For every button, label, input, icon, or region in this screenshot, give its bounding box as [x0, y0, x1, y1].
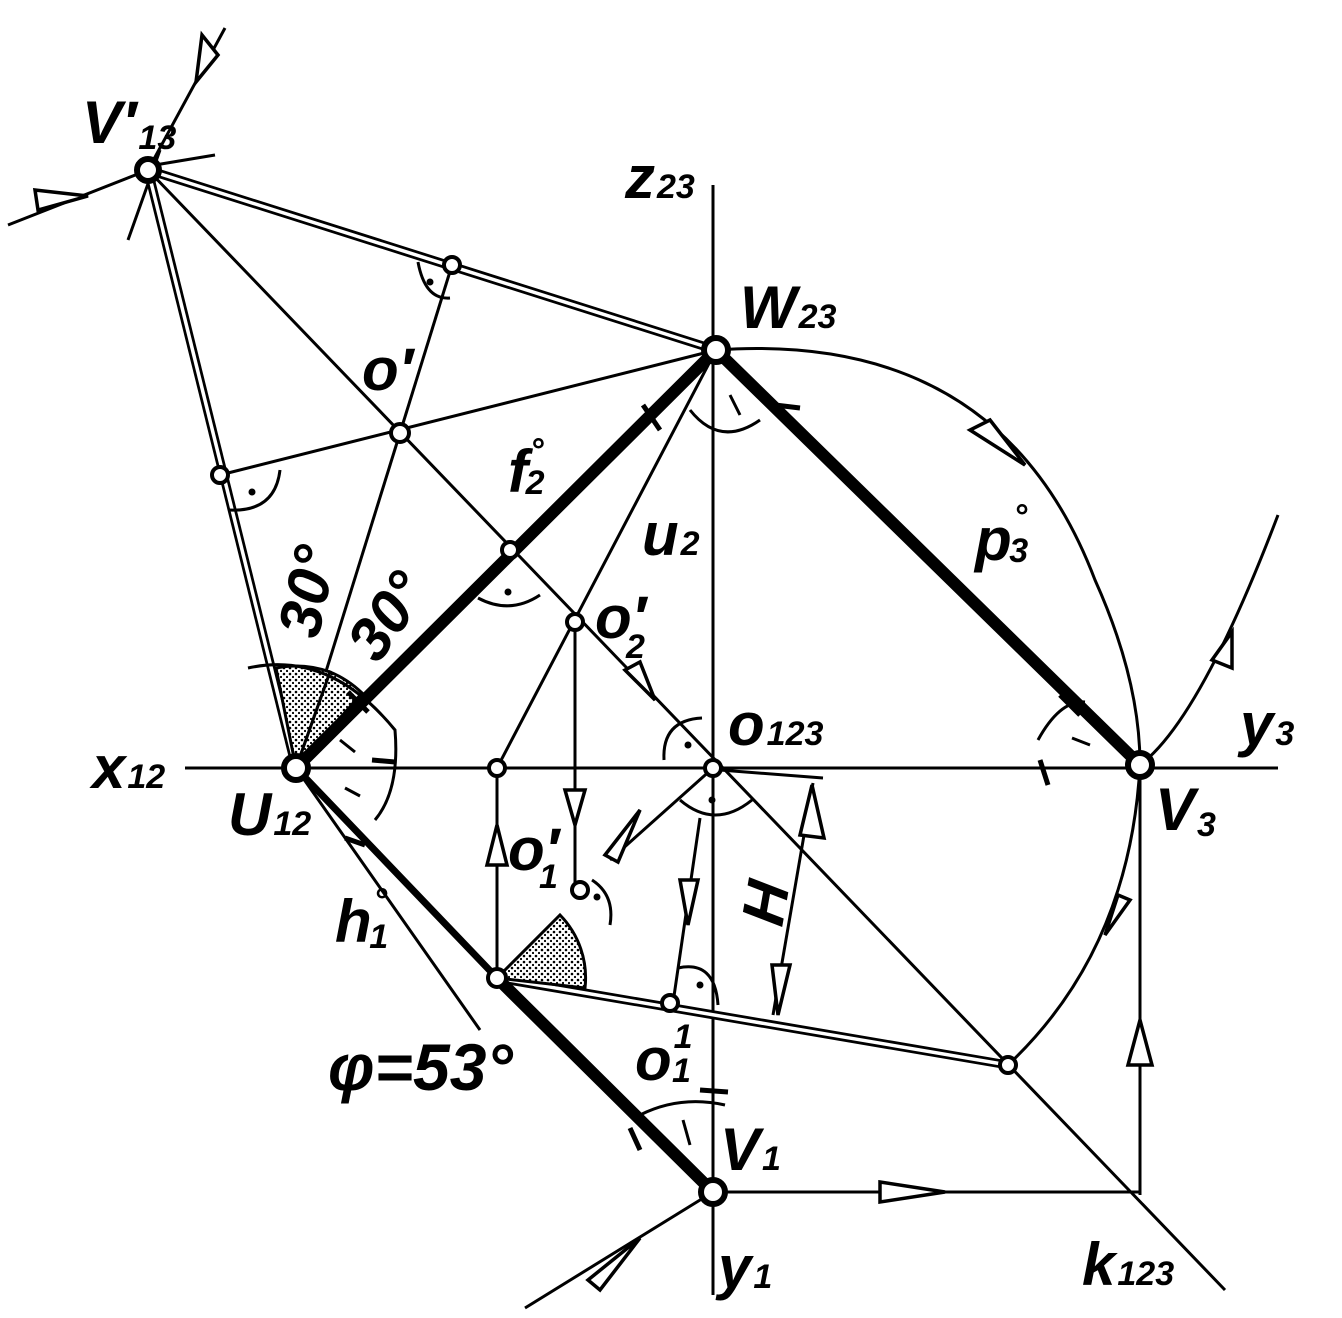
label-v3: V3 [1155, 776, 1216, 844]
tick-v1 [681, 1119, 692, 1146]
line-left-to-w23 [219, 348, 717, 477]
point-f2 [500, 540, 520, 560]
label-u2: u2 [642, 501, 700, 568]
tick-u12-a [339, 738, 356, 754]
arrow-v1-right [878, 1179, 946, 1205]
arc-v1-angle [639, 1100, 726, 1117]
point-lower-double [998, 1055, 1018, 1075]
label-v13: V′13 [82, 89, 176, 157]
point-u12 [281, 753, 311, 783]
angle-marks [229, 261, 1091, 1146]
point-top-double [442, 255, 462, 275]
arrow-v13-top [193, 30, 221, 88]
edge-w23-v3 [710, 344, 1146, 771]
arrow-dim-H-bottom [770, 963, 793, 1016]
label-o123: o123 [728, 691, 823, 758]
arc-u12-angle [247, 663, 398, 821]
arrow-k123-up [1125, 1013, 1155, 1067]
label-u12: U12 [228, 781, 311, 848]
right-angle-dot-f2 [504, 588, 512, 596]
line-h1-extension [294, 767, 482, 1031]
label-o2-prime: o′2 [595, 584, 649, 666]
right-angle-o123 [662, 716, 703, 761]
arrowheads [32, 30, 1234, 1293]
arrow-v13-left [32, 188, 89, 213]
arrow-497-up [484, 824, 510, 867]
tick-v3 [1071, 736, 1091, 747]
label-h1: h°1 [335, 882, 388, 956]
labels: V′13 z23 W23 o′ f°2 u2 o′2 p°3 x12 o123 … [82, 89, 1294, 1301]
point-axis-497 [487, 758, 507, 778]
points [134, 156, 1155, 1207]
label-z23: z23 [624, 144, 695, 211]
curve-v3-up [1139, 514, 1280, 767]
tick-w23 [728, 394, 742, 416]
diagonal-v13-k123 [146, 168, 1227, 1292]
arrow-H-down [677, 878, 701, 926]
point-w23 [701, 335, 731, 365]
line-w23-to-axis [495, 349, 718, 769]
label-o1-prime: o′1 [508, 816, 562, 896]
right-angle-left [229, 469, 282, 512]
right-angle-f2 [477, 593, 541, 608]
point-o123 [703, 758, 723, 778]
point-o11 [660, 993, 680, 1013]
label-p3: p°3 [973, 498, 1028, 573]
arrow-dim-H-top [797, 784, 827, 841]
label-angle-30-b: 30° [334, 559, 442, 673]
right-angle-dot-top [426, 278, 434, 286]
right-angle-dot-o11 [696, 981, 704, 989]
label-k123: k123 [1082, 1231, 1174, 1298]
right-angle-o11 [677, 965, 720, 1006]
point-o1-prime [570, 880, 590, 900]
label-y1: y1 [715, 1234, 772, 1301]
arrow-arc-top [966, 417, 1027, 467]
label-angle-30-a: 30° [265, 539, 350, 643]
label-phi: φ=53° [328, 1030, 513, 1104]
right-angle-below-o123 [679, 798, 753, 817]
edge-u12-h1 [292, 764, 501, 982]
right-angle-dot-left [248, 488, 256, 496]
right-angle-top [416, 261, 451, 300]
line-o-prime-top [398, 264, 454, 434]
label-w23: W23 [740, 274, 837, 341]
arrow-diag-o123 [622, 659, 657, 702]
tick-u12-b [344, 786, 361, 798]
right-angle-o1prime [591, 878, 613, 926]
arrow-arc-lower [1103, 892, 1133, 937]
point-v13 [134, 156, 162, 184]
label-o-prime: o′ [362, 336, 416, 403]
label-H: H [729, 874, 803, 930]
point-o2-prime [565, 612, 585, 632]
point-left-double [210, 465, 230, 485]
edge-h1-v1 [491, 972, 719, 1198]
point-v1 [698, 1177, 728, 1207]
arrow-o1prime [602, 808, 642, 865]
right-angle-dot-below [708, 796, 716, 804]
arrow-o2-down [562, 788, 588, 832]
line-v1-lower [524, 1190, 714, 1310]
label-f2: f°2 [508, 432, 545, 505]
edge-ticks [344, 402, 1082, 1152]
label-v1: V1 [720, 1116, 781, 1183]
hatch-sector-phi [493, 912, 588, 990]
right-angle-dot-o123 [684, 741, 692, 749]
arc-v3-lower [1006, 764, 1142, 1067]
arc-w23-angle [688, 409, 761, 434]
arc-w23-v3 [715, 347, 1142, 766]
dimension-H-top [719, 768, 824, 780]
tick-v13-b [154, 153, 216, 167]
label-x12: x12 [89, 734, 165, 801]
arrow-v1-lower [585, 1236, 642, 1293]
arrow-v3-curve [1209, 626, 1234, 671]
point-v3 [1125, 750, 1155, 780]
point-h1 [486, 967, 508, 989]
label-y3: y3 [1237, 691, 1294, 758]
right-angle-dot-o1prime [593, 893, 601, 901]
point-o-prime [389, 422, 411, 444]
